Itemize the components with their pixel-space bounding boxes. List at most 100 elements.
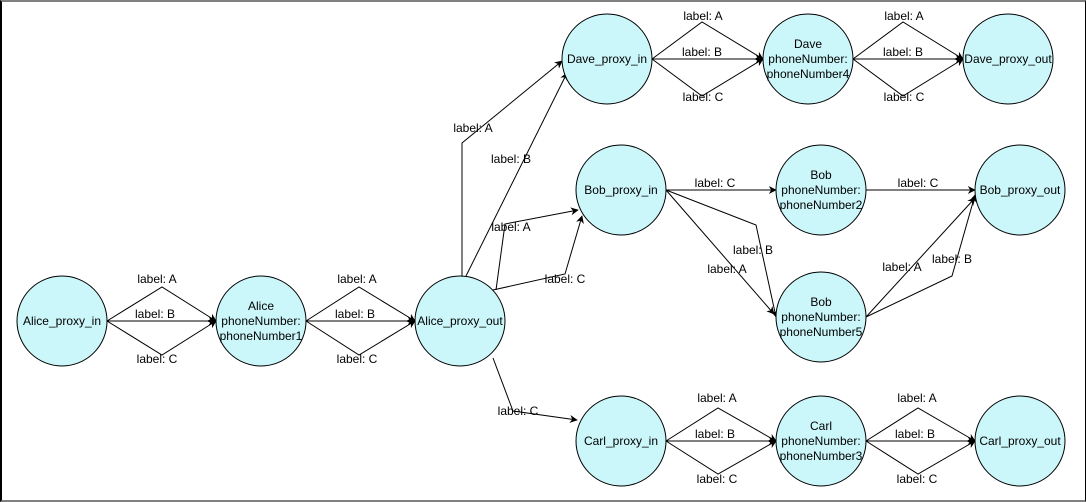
edge-line[interactable] xyxy=(651,58,764,97)
edge-line[interactable] xyxy=(665,440,777,475)
edge-dave-in-to-dave-phone[interactable] xyxy=(651,21,764,60)
edge-line[interactable] xyxy=(852,21,964,60)
node-circle[interactable] xyxy=(16,275,108,367)
edge-line[interactable] xyxy=(495,207,579,291)
edge-alice-phone-to-alice-out[interactable] xyxy=(305,320,416,356)
edge-label: label: B xyxy=(733,243,773,257)
node-circle[interactable] xyxy=(775,395,867,487)
edge-bob-phone5-to-bob-out[interactable] xyxy=(865,194,977,318)
edge-carl-in-to-carl-phone[interactable] xyxy=(665,407,777,442)
node-label: Bob_proxy_out xyxy=(980,183,1061,197)
edge-label: label: A xyxy=(882,260,921,274)
nodes-layer: Alice_proxy_inAlicephoneNumber:phoneNumb… xyxy=(16,13,1066,487)
edge-line[interactable] xyxy=(106,320,217,356)
edge-line[interactable] xyxy=(865,197,976,318)
node-circle[interactable] xyxy=(561,13,653,105)
node-circle[interactable] xyxy=(775,144,867,236)
edge-line[interactable] xyxy=(492,357,578,423)
edge-bob-in-to-bob-phone5[interactable] xyxy=(665,189,779,318)
edge-line[interactable] xyxy=(865,194,977,318)
edge-carl-in-to-carl-phone[interactable] xyxy=(665,440,777,475)
node-carl-out[interactable]: Carl_proxy_out xyxy=(974,395,1066,487)
edge-alice-out-to-dave-in[interactable] xyxy=(461,60,563,276)
node-label: phoneNumber5 xyxy=(780,325,863,339)
edge-label: label: B xyxy=(682,45,722,59)
edge-alice-out-to-bob-in[interactable] xyxy=(492,215,584,291)
node-circle[interactable] xyxy=(974,395,1066,487)
edge-line[interactable] xyxy=(461,60,563,276)
node-circle[interactable] xyxy=(575,144,667,236)
edge-label: label: B xyxy=(895,427,935,441)
edge-line[interactable] xyxy=(305,320,416,356)
edge-bob-in-to-bob-phone5[interactable] xyxy=(665,189,775,315)
edge-bob-phone5-to-bob-out[interactable] xyxy=(865,197,976,318)
edge-label: label: A xyxy=(884,9,923,23)
node-bob-out[interactable]: Bob_proxy_out xyxy=(974,144,1066,236)
edge-line[interactable] xyxy=(305,286,416,322)
node-label: Alice xyxy=(248,299,274,313)
edge-label: label: B xyxy=(335,307,375,321)
node-circle[interactable] xyxy=(775,271,867,363)
node-label: Bob_proxy_in xyxy=(584,183,657,197)
edge-label: label: B xyxy=(932,252,972,266)
edge-dave-phone-to-dave-out[interactable] xyxy=(852,58,964,97)
edge-line[interactable] xyxy=(865,407,976,442)
edge-label: label: C xyxy=(545,272,586,286)
edge-alice-phone-to-alice-out[interactable] xyxy=(305,286,416,322)
node-circle[interactable] xyxy=(974,144,1066,236)
edge-line[interactable] xyxy=(665,189,775,315)
node-circle[interactable] xyxy=(215,275,307,367)
edge-alice-out-to-carl-in[interactable] xyxy=(492,357,578,423)
edge-alice-in-to-alice-phone[interactable] xyxy=(106,320,217,356)
edge-label: label: B xyxy=(695,427,735,441)
edge-label: label: A xyxy=(707,262,746,276)
edge-label: label: A xyxy=(337,272,376,286)
node-bob-in[interactable]: Bob_proxy_in xyxy=(575,144,667,236)
node-label: phoneNumber: xyxy=(781,434,860,448)
node-circle[interactable] xyxy=(762,13,854,105)
node-alice-in[interactable]: Alice_proxy_in xyxy=(16,275,108,367)
edge-alice-out-to-dave-in[interactable] xyxy=(465,72,568,277)
node-dave-in[interactable]: Dave_proxy_in xyxy=(561,13,653,105)
node-label: Bob xyxy=(810,295,832,309)
node-label: Dave_proxy_in xyxy=(567,52,647,66)
edge-dave-in-to-dave-phone[interactable] xyxy=(651,58,764,97)
edge-alice-out-to-bob-in[interactable] xyxy=(495,207,579,291)
edge-line[interactable] xyxy=(665,189,779,318)
edge-line[interactable] xyxy=(106,286,217,322)
edge-label: label: A xyxy=(697,391,736,405)
edge-line[interactable] xyxy=(492,215,584,291)
node-label: phoneNumber: xyxy=(221,314,300,328)
edge-label: label: C xyxy=(695,176,736,190)
edge-dave-phone-to-dave-out[interactable] xyxy=(852,21,964,60)
edge-label: label: C xyxy=(337,352,378,366)
edge-label: label: C xyxy=(697,472,738,486)
edge-label: label: A xyxy=(491,220,530,234)
node-label: Carl_proxy_in xyxy=(584,434,658,448)
edge-carl-phone-to-carl-out[interactable] xyxy=(865,407,976,442)
node-circle[interactable] xyxy=(962,13,1054,105)
edge-label: label: A xyxy=(137,272,176,286)
edge-line[interactable] xyxy=(651,21,764,60)
node-label: Alice_proxy_out xyxy=(417,314,503,328)
edge-alice-in-to-alice-phone[interactable] xyxy=(106,286,217,322)
edge-label: label: C xyxy=(897,472,938,486)
edge-line[interactable] xyxy=(465,72,568,277)
edge-line[interactable] xyxy=(665,407,777,442)
node-circle[interactable] xyxy=(414,275,506,367)
node-circle[interactable] xyxy=(575,395,667,487)
edge-line[interactable] xyxy=(865,440,976,475)
edge-labels-layer: label: A label: B label: C label: A label: B… xyxy=(135,9,972,486)
edge-carl-phone-to-carl-out[interactable] xyxy=(865,440,976,475)
node-carl-in[interactable]: Carl_proxy_in xyxy=(575,395,667,487)
edge-line[interactable] xyxy=(852,58,964,97)
node-label: Bob xyxy=(810,168,832,182)
node-dave-out[interactable]: Dave_proxy_out xyxy=(962,13,1054,105)
node-alice-out[interactable]: Alice_proxy_out xyxy=(414,275,506,367)
